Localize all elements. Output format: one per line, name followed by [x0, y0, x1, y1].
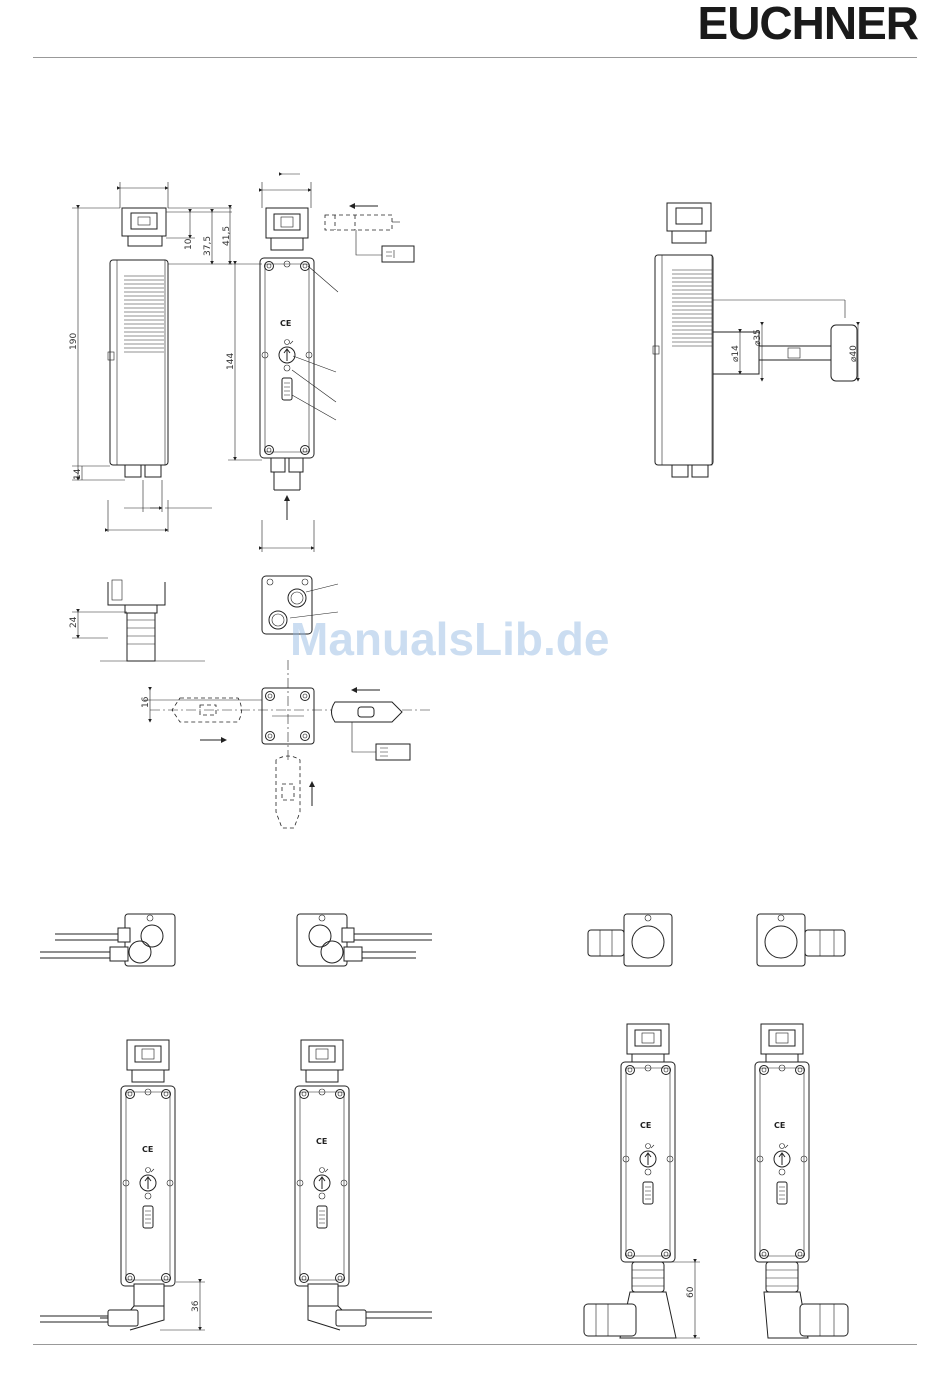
watermark: ManualsLib.de — [290, 612, 609, 666]
dim-37-5: 37,5 — [203, 236, 213, 256]
ce-mark-bottom-1: CE — [142, 1145, 153, 1154]
dim-14: 14 — [73, 468, 83, 480]
connector-topview-1 — [40, 914, 175, 966]
connector-side-detail — [72, 580, 205, 661]
dim-diameter-14: ⌀14 — [731, 345, 741, 362]
front-view-connector-right — [755, 1024, 848, 1338]
dim-diameter-40: ⌀40 — [849, 345, 859, 362]
side-view-drawing — [72, 182, 232, 532]
dim-41-5: 41,5 — [222, 226, 232, 246]
dim-36: 36 — [191, 1300, 201, 1312]
connector-topview-3 — [588, 914, 672, 966]
dim-diameter-35: ⌀35 — [753, 329, 763, 346]
connector-topview-2 — [297, 914, 432, 966]
connector-topview-4 — [757, 914, 845, 966]
dim-144: 144 — [226, 353, 236, 370]
dim-60: 60 — [686, 1286, 696, 1298]
front-view-cable-left — [40, 1040, 205, 1330]
ce-mark-bottom-3: CE — [640, 1121, 651, 1130]
front-view-cable-right — [295, 1040, 432, 1330]
dim-190: 190 — [69, 333, 79, 350]
ce-mark-bottom-4: CE — [774, 1121, 785, 1130]
ce-mark-front: CE — [280, 319, 291, 328]
ce-mark-bottom-2: CE — [316, 1137, 327, 1146]
dim-16: 16 — [141, 696, 151, 708]
front-view-connector-left — [584, 1024, 700, 1338]
actuator-approach-detail — [145, 660, 430, 828]
dim-10: 10 — [184, 238, 194, 250]
dim-24: 24 — [69, 616, 79, 628]
front-view-drawing — [228, 174, 414, 552]
